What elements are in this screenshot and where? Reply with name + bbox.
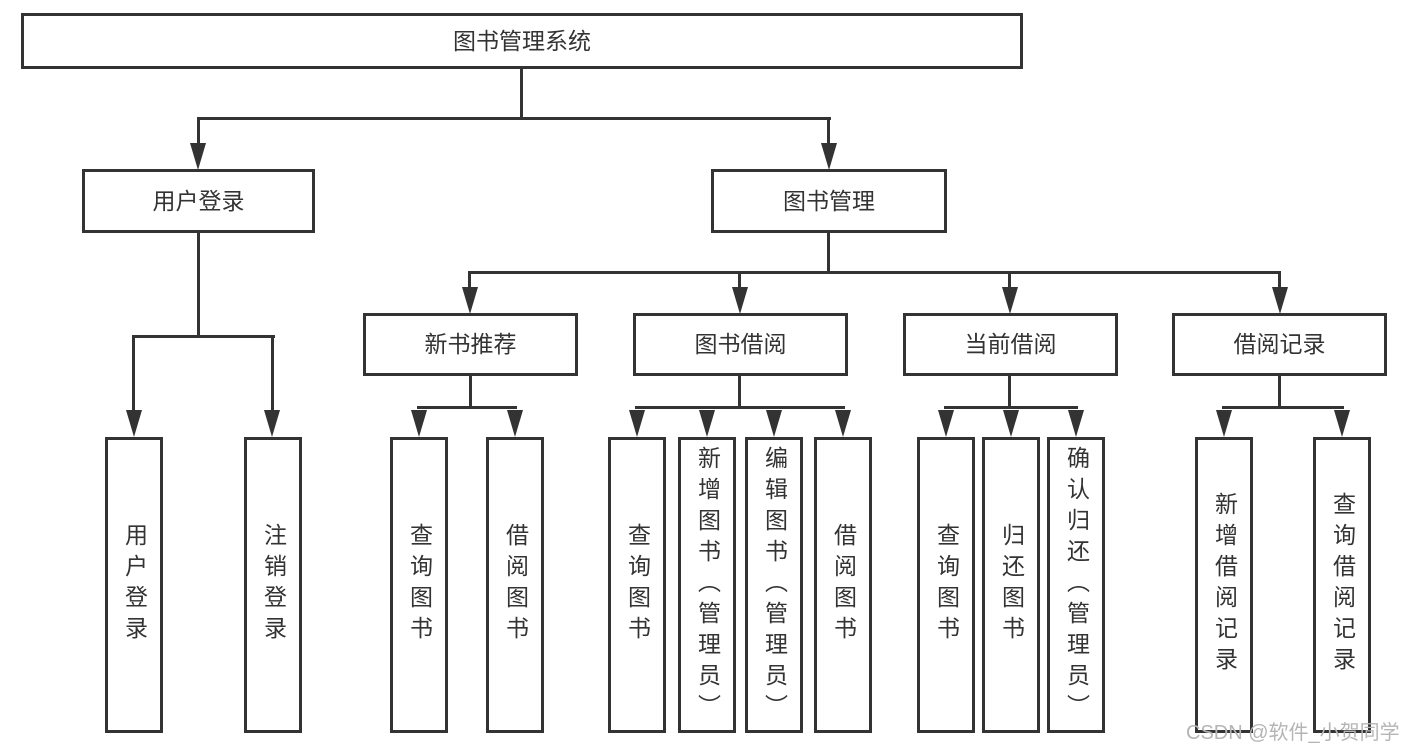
arrowhead (1216, 410, 1232, 437)
connector (827, 233, 830, 273)
arrowhead (190, 143, 206, 170)
leaf-label: 借阅图书 (830, 523, 857, 647)
node-book-management: 图书管理 (711, 169, 947, 233)
node-borrowing-records: 借阅记录 (1172, 313, 1387, 376)
leaf-label: 新增借阅记录 (1211, 492, 1238, 678)
leaf-borrow-books: 借阅图书 (814, 437, 872, 733)
connector (469, 376, 472, 408)
connector (197, 117, 200, 145)
leaf-query-books-recommend: 查询图书 (390, 437, 448, 733)
connector (1278, 271, 1281, 289)
watermark: CSDN @软件_小贺同学 (1186, 722, 1400, 744)
node-new-book-recommendation: 新书推荐 (363, 313, 578, 376)
arrowhead (766, 410, 782, 437)
connector (635, 406, 845, 409)
connector (132, 335, 135, 412)
leaf-label: 查询图书 (624, 523, 651, 647)
arrowhead (821, 143, 837, 170)
leaf-confirm-return-admin: 确认归还（管理员） (1047, 437, 1105, 733)
leaf-label: 用户登录 (121, 523, 148, 647)
connector (417, 406, 517, 409)
arrowhead (1068, 410, 1084, 437)
connector (1222, 406, 1344, 409)
connector (1008, 271, 1011, 289)
arrowhead (732, 287, 748, 314)
arrowhead (1272, 287, 1288, 314)
leaf-label: 确认归还（管理员） (1063, 445, 1090, 725)
arrowhead (507, 410, 523, 437)
leaf-label: 查询图书 (406, 523, 433, 647)
leaf-label: 注销登录 (260, 523, 287, 647)
connector (944, 406, 1078, 409)
connector (738, 376, 741, 408)
leaf-label: 查询图书 (933, 523, 960, 647)
leaf-query-books-current: 查询图书 (917, 437, 975, 733)
arrowhead (629, 410, 645, 437)
node-user-login: 用户登录 (82, 169, 315, 233)
arrowhead (126, 410, 142, 437)
arrowhead (699, 410, 715, 437)
connector (468, 271, 471, 289)
connector (1008, 376, 1011, 408)
connector (197, 233, 200, 337)
leaf-return-books: 归还图书 (982, 437, 1040, 733)
node-library-management-system: 图书管理系统 (21, 13, 1023, 69)
connector (271, 335, 274, 412)
leaf-logout: 注销登录 (244, 437, 302, 733)
leaf-add-borrow-record: 新增借阅记录 (1195, 437, 1253, 733)
leaf-user-login: 用户登录 (105, 437, 163, 733)
arrowhead (264, 410, 280, 437)
leaf-label: 归还图书 (998, 523, 1025, 647)
connector (197, 117, 831, 120)
node-current-borrowing: 当前借阅 (903, 313, 1118, 376)
leaf-add-books-admin: 新增图书（管理员） (678, 437, 736, 733)
connector (827, 117, 830, 145)
leaf-label: 借阅图书 (502, 523, 529, 647)
arrowhead (1002, 287, 1018, 314)
connector (468, 271, 1281, 274)
connector (1278, 376, 1281, 408)
leaf-borrow-books-recommend: 借阅图书 (486, 437, 544, 733)
arrowhead (462, 287, 478, 314)
leaf-query-books-borrow: 查询图书 (608, 437, 666, 733)
leaf-edit-books-admin: 编辑图书（管理员） (745, 437, 803, 733)
arrowhead (1334, 410, 1350, 437)
connector (738, 271, 741, 289)
leaf-label: 编辑图书（管理员） (761, 445, 788, 725)
arrowhead (1003, 410, 1019, 437)
leaf-label: 查询借阅记录 (1329, 492, 1356, 678)
arrowhead (938, 410, 954, 437)
leaf-label: 新增图书（管理员） (694, 445, 721, 725)
arrowhead (835, 410, 851, 437)
connector (520, 69, 523, 119)
node-book-borrowing: 图书借阅 (633, 313, 848, 376)
leaf-query-borrow-record: 查询借阅记录 (1313, 437, 1371, 733)
arrowhead (411, 410, 427, 437)
connector (132, 335, 275, 338)
